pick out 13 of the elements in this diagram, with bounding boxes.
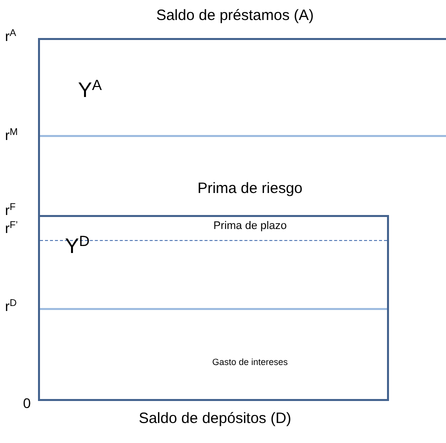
yield-label: Y$^{D}$ bbox=[65, 234, 90, 260]
rate-tick-label: 0 bbox=[23, 395, 31, 412]
rate-tick-label: r$^{A}$ bbox=[5, 28, 16, 46]
region-label: Prima de plazo bbox=[212, 220, 288, 234]
rate-tick-label: r$^{F’}$ bbox=[5, 220, 18, 238]
axis-title: Saldo de préstamos (A) bbox=[155, 7, 315, 26]
rate-tick-label: r$^{M}$ bbox=[5, 127, 18, 144]
rate-tick-label: r$^{D}$ bbox=[5, 298, 17, 316]
yield-label: Y$^{A}$ bbox=[78, 78, 102, 104]
region-label: Gasto de intereses bbox=[211, 357, 289, 368]
rate-tick-label: r$^{F}$ bbox=[5, 202, 16, 220]
region-label: Prima de riesgo bbox=[196, 180, 304, 199]
axis-title: Saldo de depósitos (D) bbox=[138, 410, 292, 429]
